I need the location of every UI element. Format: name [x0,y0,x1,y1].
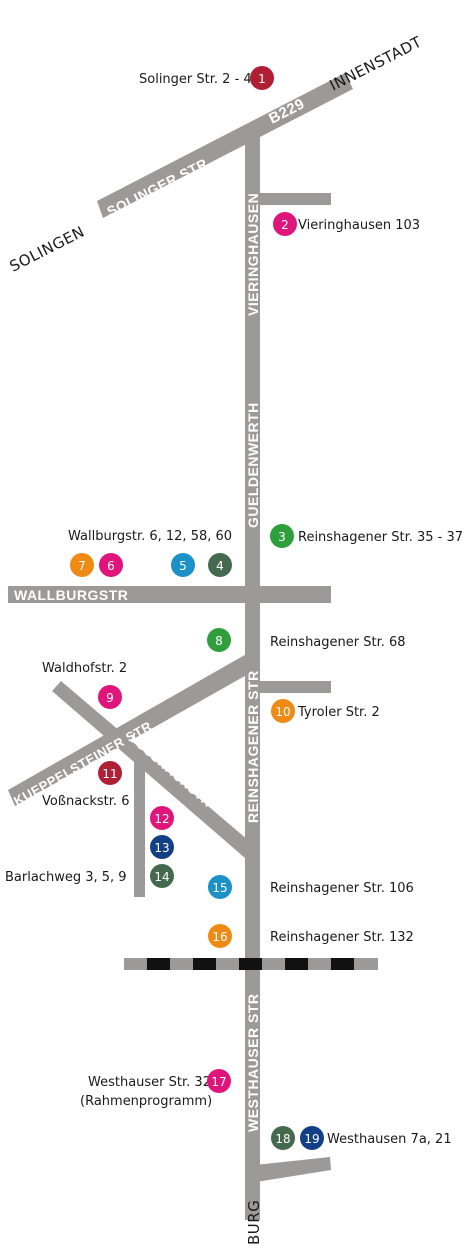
marker-circle [171,553,195,577]
marker-circle [99,553,123,577]
marker-circle [208,875,232,899]
marker-circle [207,628,231,652]
marker-number: 7 [78,559,86,573]
location-marker-5[interactable]: 5 [171,553,195,577]
road-solinger-str [97,73,353,218]
label-reinshagener-68: Reinshagener Str. 68 [270,635,406,650]
marker-circle [273,212,297,236]
road-westhausen-branch [255,1157,331,1182]
marker-number: 10 [275,705,290,719]
location-marker-4[interactable]: 4 [208,553,232,577]
marker-number: 9 [106,691,114,705]
location-marker-12[interactable]: 12 [150,806,174,830]
road-network [8,73,353,1220]
marker-circle [271,699,295,723]
marker-circle [250,66,274,90]
marker-number: 13 [154,841,169,855]
marker-number: 18 [275,1132,290,1146]
marker-circle [207,1069,231,1093]
railway-segment [331,958,354,970]
location-marker-17[interactable]: 17 [207,1069,231,1093]
location-marker-9[interactable]: 9 [98,685,122,709]
label-vossnackstr-6: Voßnackstr. 6 [42,794,129,809]
street-label-reinshagener: REINSHAGENER STR [245,670,261,823]
marker-number: 2 [281,218,289,232]
label-vieringhausen-103: Vieringhausen 103 [298,218,420,233]
location-marker-19[interactable]: 19 [300,1126,324,1150]
marker-number: 8 [215,634,223,648]
marker-number: 14 [154,870,169,884]
location-marker-10[interactable]: 10 [271,699,295,723]
marker-number: 4 [216,559,224,573]
marker-number: 1 [258,72,266,86]
location-marker-1[interactable]: 1 [250,66,274,90]
railway-segment [285,958,308,970]
location-marker-14[interactable]: 14 [150,864,174,888]
location-marker-2[interactable]: 2 [273,212,297,236]
location-marker-7[interactable]: 7 [70,553,94,577]
marker-circle [270,524,294,548]
marker-number: 15 [212,881,227,895]
marker-circle [98,761,122,785]
road-tyroler-stub [258,681,331,693]
marker-circle [70,553,94,577]
marker-number: 16 [212,930,227,944]
label-reinshagener-106: Reinshagener Str. 106 [270,881,414,896]
label-solinger-2-4: Solinger Str. 2 - 4 [139,72,252,87]
marker-number: 3 [278,530,286,544]
road-vossnackstr [52,681,255,858]
direction-burg: BURG [245,1200,263,1245]
marker-circle [98,685,122,709]
road-wallburgstr [8,586,331,603]
label-waldhofstr-2: Waldhofstr. 2 [42,661,127,676]
label-reinshagener-35-37: Reinshagener Str. 35 - 37 [298,530,463,545]
railway [124,958,378,970]
marker-circle [150,864,174,888]
railway-segment [239,958,262,970]
direction-solingen: SOLINGEN [7,222,88,275]
street-label-solinger: SOLINGER STR [104,155,210,220]
marker-circle [300,1126,324,1150]
marker-number: 12 [154,812,169,826]
street-label-westhauser: WESTHAUSER STR [245,994,261,1132]
road-barlachweg [134,760,145,897]
marker-circle [150,835,174,859]
label-wallburgstr: Wallburgstr. 6, 12, 58, 60 [68,529,232,544]
marker-circle [208,924,232,948]
label-tyroler-2: Tyroler Str. 2 [297,705,380,720]
marker-number: 6 [107,559,115,573]
location-marker-6[interactable]: 6 [99,553,123,577]
railway-segment [147,958,170,970]
marker-circle [271,1126,295,1150]
road-kueppelsteiner-str [8,652,259,806]
label-westhauser-32: Westhauser Str. 32 [88,1075,211,1090]
railway-segment [193,958,216,970]
location-marker-16[interactable]: 16 [208,924,232,948]
marker-number: 19 [304,1132,319,1146]
direction-innenstadt: INNENSTADT [327,32,426,94]
location-marker-18[interactable]: 18 [271,1126,295,1150]
label-westhausen-7a-21: Westhausen 7a, 21 [327,1132,452,1147]
marker-circle [208,553,232,577]
road-vieringhausen-stub [258,193,331,205]
marker-circle [150,806,174,830]
location-marker-11[interactable]: 11 [98,761,122,785]
location-marker-15[interactable]: 15 [208,875,232,899]
marker-number: 17 [211,1075,226,1089]
location-marker-3[interactable]: 3 [270,524,294,548]
location-marker-8[interactable]: 8 [207,628,231,652]
location-marker-13[interactable]: 13 [150,835,174,859]
marker-number: 5 [179,559,187,573]
street-label-vieringhausen: VIERINGHAUSEN [245,193,261,316]
marker-number: 11 [102,767,117,781]
road-main-vertical [245,136,260,1220]
label-barlachweg: Barlachweg 3, 5, 9 [5,870,127,885]
label-reinshagener-132: Reinshagener Str. 132 [270,930,414,945]
label-rahmenprogramm: (Rahmenprogramm) [80,1094,212,1109]
street-label-wallburgstr: WALLBURGSTR [14,587,128,603]
street-label-gueldenwerth: GUELDENWERTH [245,402,261,528]
